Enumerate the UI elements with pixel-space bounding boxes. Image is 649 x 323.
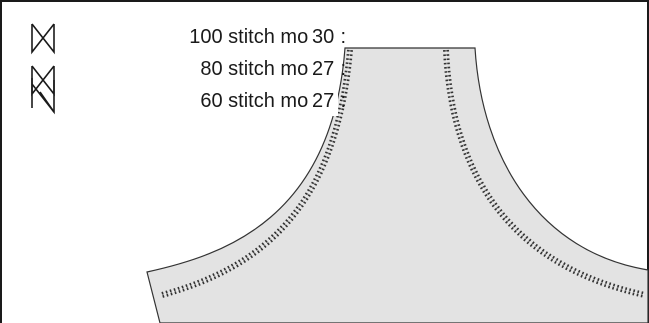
zigzag-stitch-icon [31,23,55,115]
legend-row-80: 80 stitch model : 27 [86,54,386,84]
model-100-value: 30 [308,22,339,52]
model-100-label: 100 stitch model : [189,26,346,48]
fabric-piece [146,47,649,323]
seam-stitch-left-cross [161,49,351,296]
model-60-value: 27 [308,86,339,116]
seam-stitch-right-cross [445,49,646,296]
stitch-legend: 100 stitch model : 30 80 stitch model : … [28,18,358,123]
model-80-value: 27 [308,54,339,84]
legend-row-100: 100 stitch model : 30 [86,22,386,52]
legend-row-60: 60 stitch model : 27 [86,86,386,116]
